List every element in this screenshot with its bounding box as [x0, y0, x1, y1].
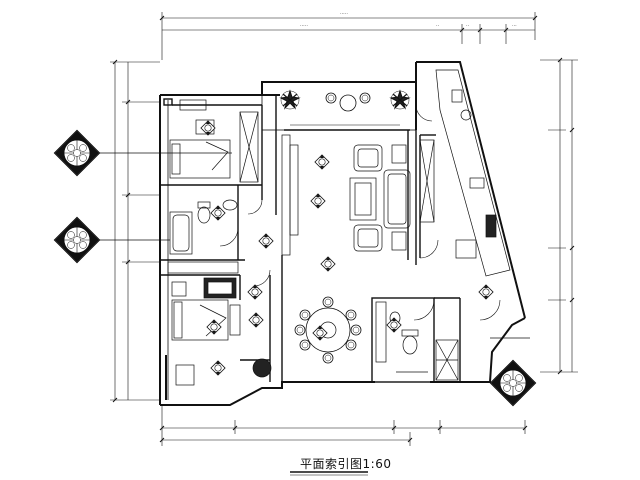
balcony-chair-icon [325, 92, 337, 104]
dining-chair-icon [299, 339, 311, 351]
potted-plant-icon [280, 90, 300, 110]
dining-chair-icon [345, 309, 357, 321]
svg-text:·····: ····· [340, 11, 348, 17]
potted-plant-icon [390, 90, 410, 110]
door-swing [219, 227, 239, 247]
view-direction-marker-icon [210, 360, 226, 376]
dining-chair-icon [322, 296, 334, 308]
dining-chair-icon [294, 324, 306, 336]
svg-text:··: ·· [436, 23, 440, 29]
door-swing [415, 104, 433, 122]
elevation-index-marker-icon [489, 359, 537, 407]
bathroom-1-fixtures [167, 199, 239, 274]
top-dimension-text: ····· ····· ·· ·· ··· [300, 11, 517, 29]
bathtub-icon [169, 211, 193, 255]
sink-icon [222, 199, 238, 211]
view-direction-marker-icon [206, 319, 222, 335]
top-dimension-lines [159, 12, 538, 60]
door-swing [253, 269, 271, 287]
view-direction-marker-icon [258, 233, 274, 249]
interior-walls [160, 95, 461, 400]
drawing-scale: 60 [375, 457, 392, 471]
coffee-table-icon [349, 177, 377, 221]
bedroom-2-furniture [165, 269, 272, 400]
sofa-icon [383, 169, 411, 229]
balcony [261, 81, 417, 131]
view-direction-marker-icon [312, 325, 328, 341]
armchair-icon [353, 224, 383, 252]
right-dimension-lines [540, 57, 578, 375]
toilet-icon [402, 335, 418, 355]
elevation-index-marker-icon [53, 216, 101, 264]
door-swing [419, 239, 439, 259]
stove-burner-icon [460, 109, 472, 121]
left-dimension-lines [110, 59, 160, 403]
armchair-icon [353, 144, 383, 172]
balcony-table-icon [339, 94, 357, 112]
drawing-title-text: 平面索引图1: [300, 457, 376, 471]
bottom-dimension-lines [159, 405, 528, 446]
index-leaders [100, 152, 530, 339]
drawing-title: 平面索引图1:60 [300, 455, 391, 472]
dining-table-icon [305, 307, 351, 353]
door-swing [247, 199, 263, 215]
title-underline [290, 471, 368, 476]
view-direction-marker-icon [320, 256, 336, 272]
view-direction-marker-icon [210, 205, 226, 221]
bathroom-2-fixtures [375, 299, 459, 381]
kitchen-fixtures [415, 69, 511, 321]
view-direction-marker-icon [248, 312, 264, 328]
dining-chair-icon [299, 309, 311, 321]
sink-icon [469, 177, 485, 189]
svg-text:···: ··· [512, 23, 517, 29]
dining-furniture [294, 296, 362, 364]
fridge-icon [451, 89, 463, 103]
chair-icon [175, 364, 195, 386]
view-direction-marker-icon [386, 317, 402, 333]
door-swing [413, 299, 435, 321]
wardrobe-icon [239, 111, 259, 183]
elevation-index-marker-icon [53, 129, 101, 177]
view-direction-marker-icon [200, 120, 216, 136]
door-swing [479, 299, 501, 321]
svg-text:·····: ····· [300, 23, 308, 29]
living-room-furniture [281, 134, 411, 256]
toilet-icon [197, 206, 211, 224]
dining-chair-icon [322, 352, 334, 364]
bedroom-1-furniture [169, 99, 263, 215]
svg-text:··: ·· [466, 23, 470, 29]
view-direction-marker-icon [478, 284, 494, 300]
view-direction-marker-icon [247, 284, 263, 300]
dining-chair-icon [350, 324, 362, 336]
dining-chair-icon [345, 339, 357, 351]
bed-icon [171, 299, 229, 341]
outer-walls [159, 61, 526, 406]
appliance-icon [485, 214, 497, 238]
view-direction-marker-icon [310, 193, 326, 209]
bed-icon [169, 139, 231, 179]
balcony-chair-icon [359, 92, 371, 104]
view-direction-marker-icon [314, 154, 330, 170]
potted-plant-icon [252, 358, 272, 378]
